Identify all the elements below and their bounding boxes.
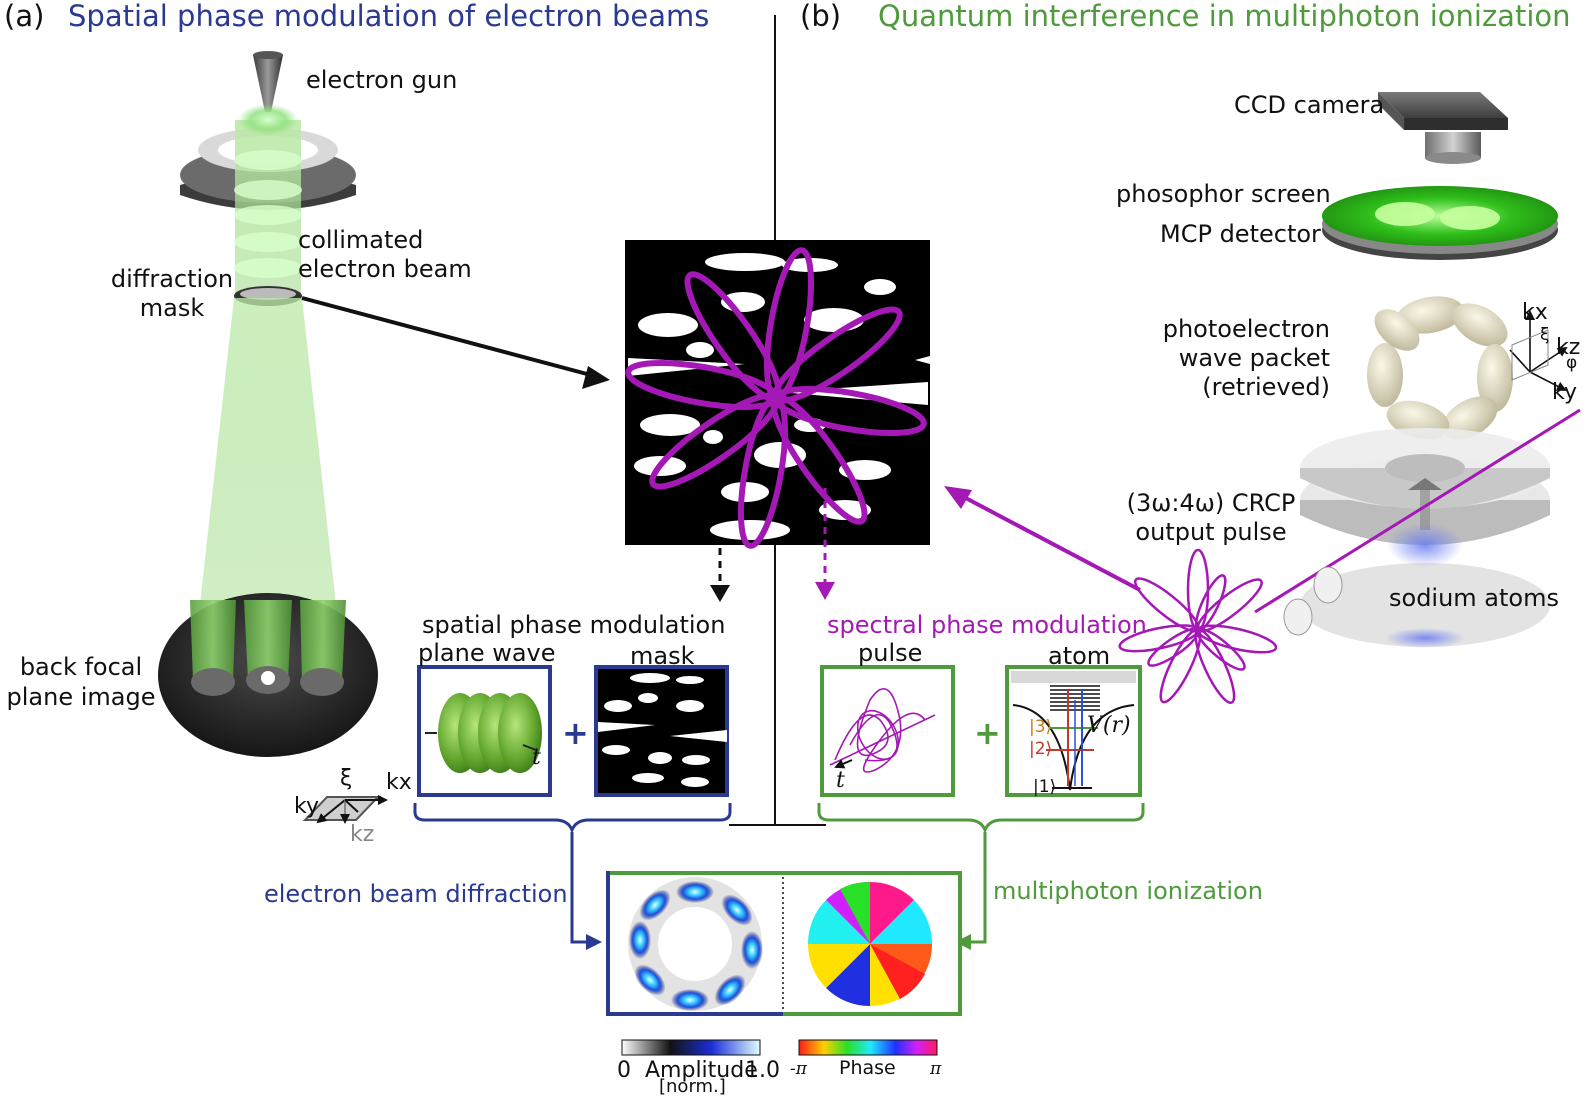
spectral-modulation-title: spectral phase modulation (827, 611, 1147, 639)
right-flow-line (969, 832, 987, 944)
axis-xi-a: ξ (340, 766, 353, 791)
crcp-pulse-icon (1118, 548, 1278, 705)
mask-pattern-image (625, 240, 930, 549)
panel-b-title: Quantum interference in multiphoton ioni… (878, 0, 1571, 33)
axis-ky-b: ky (1552, 380, 1577, 405)
phase-label: Phase (839, 1057, 896, 1079)
photoelectron-label-2: wave packet (1178, 344, 1330, 372)
level-1: |1⟩ (1033, 777, 1057, 797)
back-focal-label-2: plane image (6, 683, 156, 711)
multiphoton-ionization-label: multiphoton ionization (993, 877, 1263, 905)
photoelectron-label-3: (retrieved) (1202, 373, 1330, 401)
pulse-icon (829, 688, 936, 773)
left-brace (413, 803, 732, 835)
right-brace (817, 803, 1145, 835)
diffraction-label-2: mask (139, 294, 205, 322)
phase-colorbar (798, 1039, 938, 1056)
axis-xi-b: ξ (1540, 325, 1550, 345)
photoelectron-label-1: photoelectron (1162, 315, 1330, 343)
left-flow-line (570, 832, 588, 944)
plane-wave-icon (425, 693, 542, 773)
mcp-detector-label: MCP detector (1160, 220, 1321, 248)
crcp-label-2: output pulse (1135, 518, 1287, 546)
panel-b-letter: (b) (800, 0, 842, 33)
atom-label: atom (1048, 642, 1111, 670)
pulse-t: t (836, 768, 845, 793)
electron-gun-icon (253, 55, 283, 112)
collimated-label-2: electron beam (298, 255, 472, 283)
amplitude-unit: [norm.] (659, 1076, 726, 1097)
amplitude-max: 1.0 (745, 1058, 780, 1083)
level-3: |3⟩ (1029, 717, 1053, 737)
ccd-camera-label: CCD camera (1234, 91, 1385, 119)
axis-kz-a: kz (350, 822, 375, 847)
electron-gun-label: electron gun (306, 66, 458, 94)
pulse-label: pulse (858, 639, 923, 667)
mask-label: mask (630, 642, 695, 670)
phosphor-screen-icon (1322, 186, 1558, 260)
mask-to-pattern-arrow (301, 296, 603, 380)
phosphor-screen-label: phosophor screen (1116, 180, 1331, 208)
photoelectron-packet-icon (1367, 296, 1513, 440)
level-2: |2⟩ (1029, 739, 1053, 759)
ccd-camera-icon (1378, 92, 1508, 164)
axis-ky-a: ky (294, 794, 319, 819)
phase-min: -π (790, 1059, 807, 1079)
sodium-atoms-label: sodium atoms (1389, 584, 1559, 612)
mini-mask-icon (598, 673, 727, 787)
axis-phi-b: φ (1566, 353, 1578, 373)
plane-wave-label: plane wave (418, 639, 556, 667)
electron-diffraction-label: electron beam diffraction (264, 880, 568, 908)
plus-left: + (562, 714, 589, 752)
axis-kz-b: kz (1556, 335, 1581, 360)
amplitude-min: 0 (617, 1058, 631, 1083)
phase-pie-image (807, 881, 933, 1007)
plane-wave-t: t (532, 745, 541, 770)
spatial-modulation-title: spatial phase modulation (422, 611, 726, 639)
amplitude-ring-image (612, 877, 780, 1011)
spectrometer-icon (1254, 408, 1581, 648)
back-focal-label-1: back focal (19, 653, 143, 681)
panel-a-title: Spatial phase modulation of electron bea… (68, 0, 710, 33)
axis-kx-a: kx (386, 770, 412, 795)
crcp-label-1: (3ω:4ω) CRCP (1126, 489, 1296, 517)
atom-box (1005, 665, 1142, 797)
atom-potential-icon (1011, 671, 1136, 791)
phase-max: π (930, 1059, 942, 1079)
collimated-label-1: collimated (298, 226, 424, 254)
panel-a-letter: (a) (4, 0, 45, 33)
axis-kx-b: kx (1522, 300, 1548, 325)
potential-label: V(r) (1087, 713, 1131, 738)
diffraction-label-1: diffraction (110, 265, 234, 293)
detector-axes-icon (1509, 310, 1568, 391)
electron-column (158, 51, 388, 824)
amplitude-label: Amplitude (645, 1058, 758, 1083)
plus-right: + (974, 714, 1001, 752)
mini-mask-box (594, 665, 729, 797)
pulse-to-pattern-arrow (959, 493, 1141, 592)
amplitude-colorbar (621, 1039, 761, 1056)
